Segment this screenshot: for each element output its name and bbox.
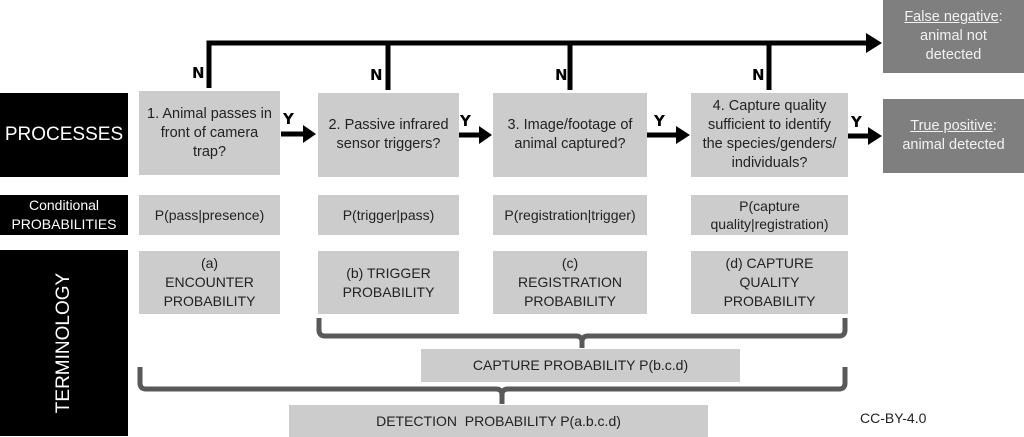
license-label: CC-BY-4.0 [860,410,927,426]
conditional-probability-1: P(pass|presence) [139,195,280,235]
no-label-2: N [370,66,383,84]
true-positive-text: animal detected [902,137,1005,153]
yes-label-4: Y [851,113,862,131]
no-branch-line [206,40,868,88]
no-label-1: N [192,64,205,82]
no-branch-arrowhead [866,33,882,53]
terminology-capture-quality: (d) CAPTURE QUALITY PROBABILITY [691,251,848,314]
process-box-4: 4. Capture quality sufficient to identif… [691,93,848,177]
true-positive-colon: : [992,118,997,134]
false-negative-colon: : [998,9,1003,25]
capture-probability-box: CAPTURE PROBABILITY P(b.c.d) [421,349,740,382]
outcome-true-positive: True positive: animal detected [883,99,1024,173]
process-box-1: 1. Animal passes in front of camera trap… [139,91,280,175]
true-positive-title: True positive [910,118,993,134]
row-label-conditional-line2: PROBABILITIES [11,216,117,232]
terminology-trigger: (b) TRIGGER PROBABILITY [318,251,459,314]
false-negative-title: False negative [904,9,999,25]
capture-bracket [316,318,848,348]
detection-probability-box: DETECTION PROBABILITY P(a.b.c.d) [289,405,708,437]
conditional-probability-4: P(capture quality|registration) [691,195,848,235]
yes-label-1: Y [283,110,294,128]
row-label-processes: PROCESSES [0,93,128,177]
no-label-3: N [555,66,568,84]
terminology-registration: (c) REGISTRATION PROBABILITY [493,251,647,314]
terminology-encounter: (a) ENCOUNTER PROBABILITY [139,251,280,314]
conditional-probability-3: P(registration|trigger) [493,195,647,235]
yes-arrow-3 [647,126,690,144]
row-label-terminology-text: TERMINOLOGY [53,272,74,414]
detection-bracket [137,367,848,404]
yes-label-3: Y [654,112,665,130]
yes-arrow-1 [281,125,316,143]
process-box-3: 3. Image/footage of animal captured? [493,93,647,177]
process-box-2: 2. Passive infrared sensor triggers? [318,93,459,177]
row-label-conditional-probabilities: Conditional PROBABILITIES [0,195,128,235]
yes-label-2: Y [460,112,471,130]
conditional-probability-2: P(trigger|pass) [318,195,459,235]
row-label-terminology: TERMINOLOGY [0,250,128,436]
yes-arrow-2 [459,126,492,144]
yes-arrow-4 [848,127,882,145]
outcome-false-negative: False negative: animal not detected [883,0,1024,73]
row-label-conditional-line1: Conditional [28,197,100,213]
no-label-4: N [752,66,765,84]
false-negative-text: animal not detected [920,28,987,63]
